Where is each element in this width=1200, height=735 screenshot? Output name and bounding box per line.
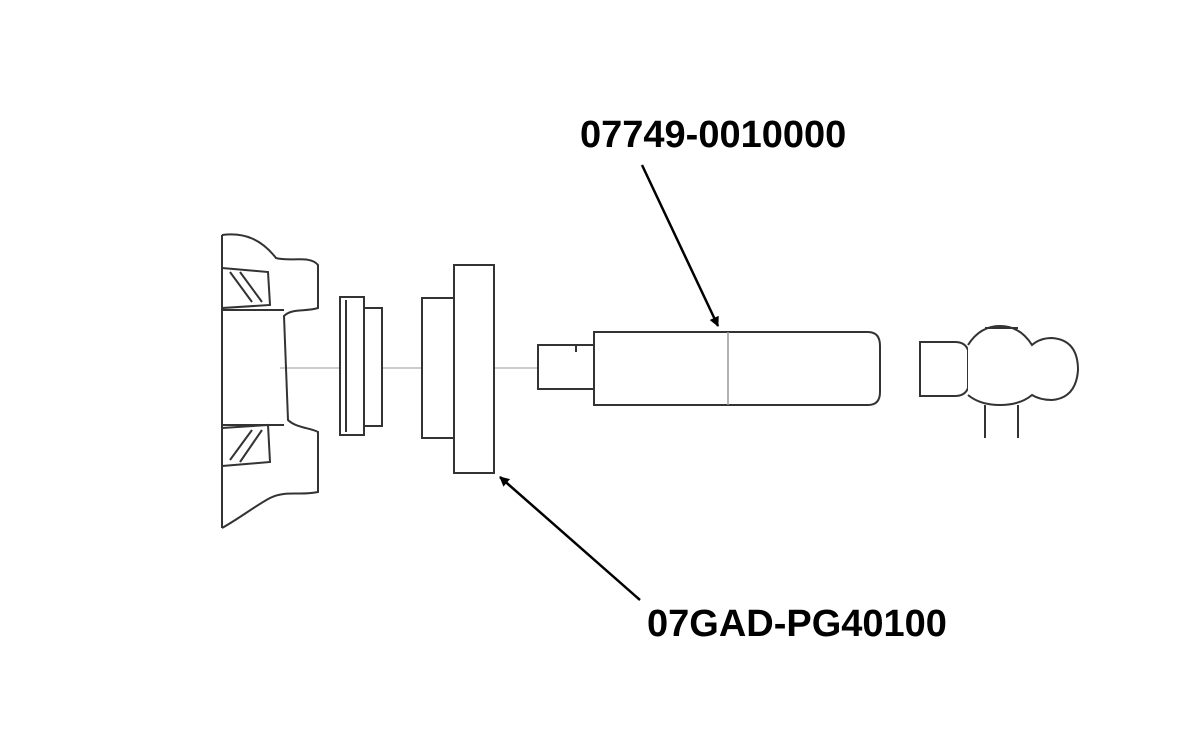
callout-arrow-attachment bbox=[499, 476, 641, 601]
callout-label-driver-attachment: 07GAD-PG40100 bbox=[647, 603, 947, 645]
driver-handle-part bbox=[537, 331, 881, 406]
driver-attachment-part bbox=[421, 264, 495, 474]
callout-label-driver-handle: 07749-0010000 bbox=[580, 114, 847, 156]
bearing-part bbox=[339, 296, 383, 436]
housing-part bbox=[221, 233, 319, 529]
callout-arrow-handle bbox=[640, 164, 720, 327]
hammer-part bbox=[919, 324, 1080, 438]
